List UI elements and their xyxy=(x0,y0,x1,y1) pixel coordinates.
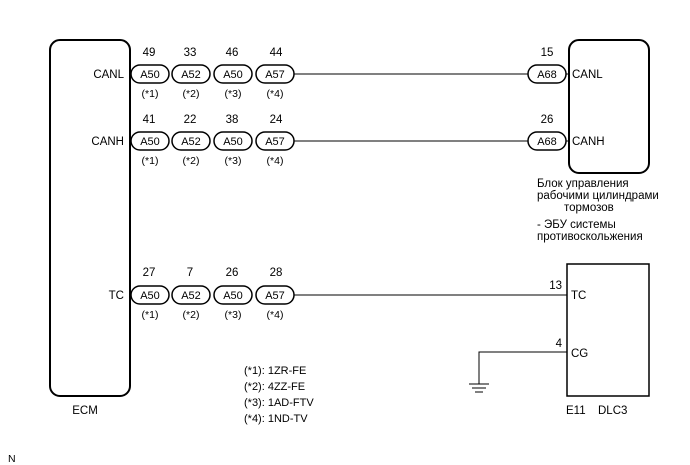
connector-a50-tc-1ad: 26 A50 (*3) xyxy=(213,267,253,321)
svg-text:A50: A50 xyxy=(223,290,243,302)
ecm-label: ECM xyxy=(72,405,98,417)
svg-text:A57: A57 xyxy=(265,136,285,148)
connector-a50-canl-1zr: 49 A50 (*1) xyxy=(130,47,170,100)
connector-a68-canl: 15 A68 xyxy=(527,47,567,84)
svg-text:(*1): 1ZR-FE: (*1): 1ZR-FE xyxy=(244,365,306,377)
svg-text:(*4): (*4) xyxy=(267,155,284,167)
svg-text:(*1): (*1) xyxy=(142,155,159,167)
canl-circuit: CANL 49 A50 (*1) 33 A52 (*2) 46 A50 (*3)… xyxy=(93,47,603,100)
svg-text:(*3): (*3) xyxy=(225,309,242,321)
svg-text:44: 44 xyxy=(270,47,283,59)
svg-text:A68: A68 xyxy=(537,69,557,81)
ground-icon xyxy=(469,383,489,393)
connector-a50-tc-1zr: 27 A50 (*1) xyxy=(130,267,170,321)
svg-text:33: 33 xyxy=(184,47,197,59)
svg-text:A50: A50 xyxy=(223,136,243,148)
svg-text:(*3): 1AD-FTV: (*3): 1AD-FTV xyxy=(244,397,314,409)
svg-text:46: 46 xyxy=(226,47,239,59)
connector-a57-canh-1nd: 24 A57 (*4) xyxy=(255,114,295,167)
dlc3-tc-label: TC xyxy=(571,290,586,302)
connector-a68-canh: 26 A68 xyxy=(527,114,567,151)
svg-text:41: 41 xyxy=(143,114,156,126)
svg-text:A50: A50 xyxy=(140,136,160,148)
svg-text:A52: A52 xyxy=(181,290,201,302)
connector-a57-canl-1nd: 44 A57 (*4) xyxy=(255,47,295,100)
svg-text:противоскольжения: противоскольжения xyxy=(537,231,643,243)
svg-text:26: 26 xyxy=(541,114,554,126)
svg-text:(*1): (*1) xyxy=(142,309,159,321)
connector-a57-tc-1nd: 28 A57 (*4) xyxy=(255,267,295,321)
brake-ecu-canh-label: CANH xyxy=(572,136,605,148)
engine-legend: (*1): 1ZR-FE (*2): 4ZZ-FE (*3): 1AD-FTV … xyxy=(244,365,314,425)
svg-text:A50: A50 xyxy=(140,290,160,302)
svg-text:рабочими цилиндрами: рабочими цилиндрами xyxy=(537,190,659,202)
svg-text:A50: A50 xyxy=(223,69,243,81)
cg-ground-circuit: 4 CG xyxy=(469,338,588,393)
svg-text:(*2): (*2) xyxy=(183,309,200,321)
brake-ecu-caption: Блок управления рабочими цилиндрами торм… xyxy=(537,178,659,243)
dlc3-name-label: DLC3 xyxy=(598,405,627,417)
dlc3-connector-label: E11 xyxy=(566,405,586,417)
brake-ecu-canl-label: CANL xyxy=(572,69,603,81)
svg-text:(*4): 1ND-TV: (*4): 1ND-TV xyxy=(244,413,308,425)
ecm-tc-label: TC xyxy=(109,290,124,302)
svg-text:Блок управления: Блок управления xyxy=(537,178,629,190)
svg-text:(*3): (*3) xyxy=(225,88,242,100)
brake-ecu-box xyxy=(568,39,650,174)
svg-text:- ЭБУ системы: - ЭБУ системы xyxy=(537,219,616,231)
dlc3-tc-pin: 13 xyxy=(549,280,562,292)
svg-text:26: 26 xyxy=(226,267,239,279)
svg-text:27: 27 xyxy=(143,267,156,279)
svg-text:A57: A57 xyxy=(265,69,285,81)
svg-text:(*2): (*2) xyxy=(183,155,200,167)
svg-text:24: 24 xyxy=(270,114,283,126)
ecm-canl-label: CANL xyxy=(93,69,124,81)
svg-text:A57: A57 xyxy=(265,290,285,302)
svg-text:(*4): (*4) xyxy=(267,88,284,100)
svg-text:22: 22 xyxy=(184,114,197,126)
svg-text:(*4): (*4) xyxy=(267,309,284,321)
connector-a52-canh-4zz: 22 A52 (*2) xyxy=(171,114,211,167)
svg-text:(*2): 4ZZ-FE: (*2): 4ZZ-FE xyxy=(244,381,305,393)
dlc3-cg-pin: 4 xyxy=(556,338,563,350)
svg-text:15: 15 xyxy=(541,47,554,59)
svg-text:28: 28 xyxy=(270,267,283,279)
dlc3-box xyxy=(566,263,650,397)
svg-text:A52: A52 xyxy=(181,136,201,148)
svg-text:A50: A50 xyxy=(140,69,160,81)
connector-a50-canh-1ad: 38 A50 (*3) xyxy=(213,114,253,167)
connector-a50-canl-1ad: 46 A50 (*3) xyxy=(213,47,253,100)
svg-text:7: 7 xyxy=(187,267,193,279)
canh-circuit: CANH 41 A50 (*1) 22 A52 (*2) 38 A50 (*3)… xyxy=(91,114,604,167)
svg-text:(*3): (*3) xyxy=(225,155,242,167)
svg-text:A68: A68 xyxy=(537,136,557,148)
tc-circuit: TC 27 A50 (*1) 7 A52 (*2) 26 A50 (*3) 28… xyxy=(109,267,587,321)
cg-wire xyxy=(478,351,567,384)
connector-a52-canl-4zz: 33 A52 (*2) xyxy=(171,47,211,100)
ecm-box xyxy=(49,39,131,397)
connector-a50-canh-1zr: 41 A50 (*1) xyxy=(130,114,170,167)
svg-text:49: 49 xyxy=(143,47,156,59)
svg-text:тормозов: тормозов xyxy=(564,202,614,214)
svg-text:38: 38 xyxy=(226,114,239,126)
connector-a52-tc-4zz: 7 A52 (*2) xyxy=(171,267,211,321)
svg-text:A52: A52 xyxy=(181,69,201,81)
ecm-canh-label: CANH xyxy=(91,136,124,148)
svg-text:(*1): (*1) xyxy=(142,88,159,100)
svg-text:(*2): (*2) xyxy=(183,88,200,100)
corner-mark: N xyxy=(8,453,16,465)
dlc3-cg-label: CG xyxy=(571,348,588,360)
